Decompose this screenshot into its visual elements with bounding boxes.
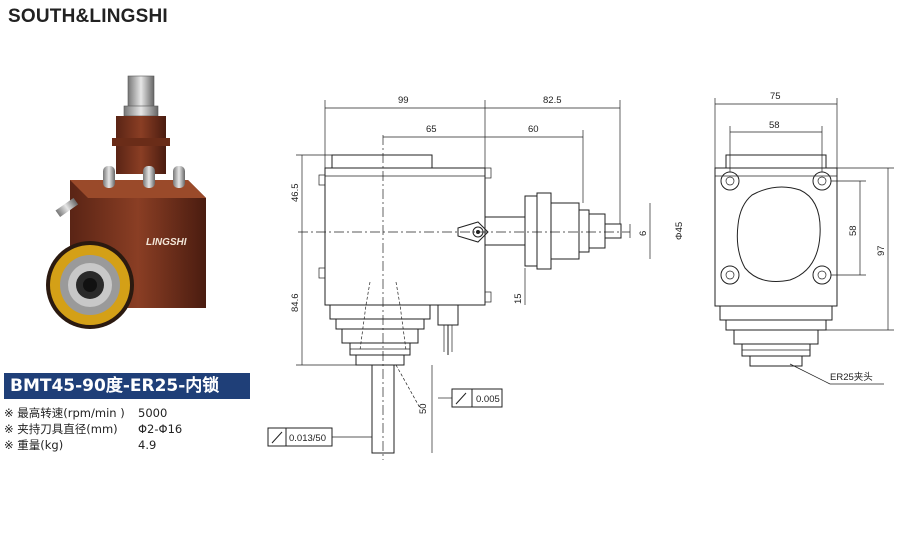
spec-label: ※ 最高转速(rpm/min ) <box>4 406 125 420</box>
brand-title: SOUTH&LINGSHI <box>8 6 168 27</box>
side-view: 99 82.5 65 60 46.5 84.6 6 Φ45 15 50 0.00… <box>267 95 685 460</box>
dim-58-top: 58 <box>769 120 780 131</box>
model-title-bar: BMT45-90度-ER25-内锁 <box>4 373 250 399</box>
dim-50: 50 <box>418 403 429 414</box>
dim-75: 75 <box>770 91 781 102</box>
dim-65: 65 <box>426 124 437 135</box>
spec-row-max-speed: ※ 最高转速(rpm/min ) 5000 <box>4 405 244 421</box>
dim-82-5: 82.5 <box>543 95 562 106</box>
spec-label: ※ 夹持刀具直径(mm) <box>4 422 118 436</box>
spec-row-weight: ※ 重量(kg) 4.9 <box>4 437 244 453</box>
dim-phi45: Φ45 <box>674 222 685 240</box>
spec-value: Φ2-Φ16 <box>138 422 183 436</box>
spec-label: ※ 重量(kg) <box>4 438 64 452</box>
dim-15: 15 <box>513 293 524 304</box>
front-view: 75 58 58 97 ER25夹头 <box>714 91 894 385</box>
spec-list: ※ 最高转速(rpm/min ) 5000 ※ 夹持刀具直径(mm) Φ2-Φ1… <box>4 405 244 453</box>
spec-value: 5000 <box>138 406 168 420</box>
dim-97: 97 <box>876 245 887 256</box>
dim-84-6: 84.6 <box>290 294 301 313</box>
spec-value: 4.9 <box>138 438 157 452</box>
dim-60: 60 <box>528 124 539 135</box>
dim-58-side: 58 <box>848 225 859 236</box>
dim-46-5: 46.5 <box>290 184 301 203</box>
dim-6: 6 <box>638 231 649 236</box>
tolerance-runout-1: 0.005 <box>476 394 500 405</box>
dim-99: 99 <box>398 95 409 106</box>
spec-row-tool-diameter: ※ 夹持刀具直径(mm) Φ2-Φ16 <box>4 421 244 437</box>
tolerance-runout-2: 0.013/50 <box>289 433 326 444</box>
product-photo: LINGSHI <box>46 75 206 329</box>
label-er25-collet: ER25夹头 <box>830 371 873 383</box>
photo-logo-text: LINGSHI <box>146 237 187 248</box>
